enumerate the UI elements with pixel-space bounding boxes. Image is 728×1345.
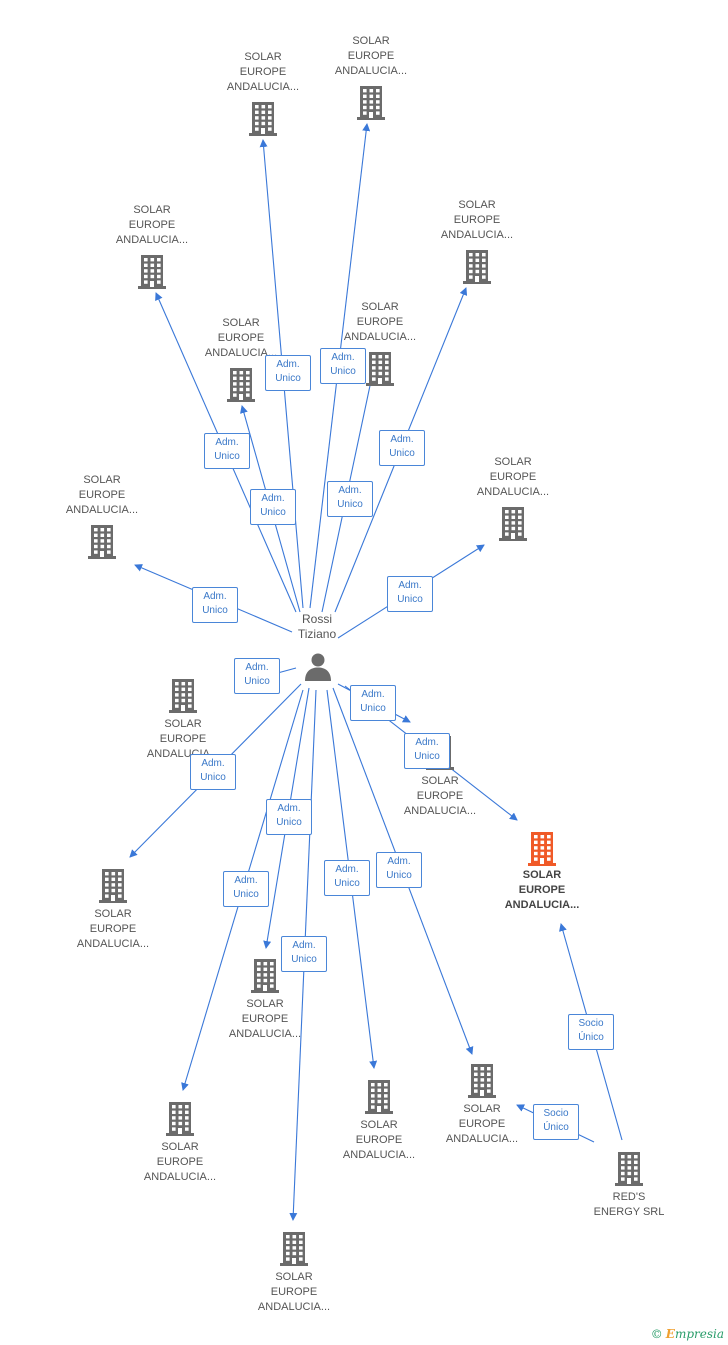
company-c16-building-icon[interactable] xyxy=(279,1230,309,1271)
empresia-footer[interactable]: ©Empresia xyxy=(650,1327,724,1341)
company-c7-building-icon[interactable] xyxy=(87,523,117,564)
person-name[interactable]: Rossi Tiziano xyxy=(297,612,337,641)
adm-unico-badge-7[interactable]: Adm. Unico xyxy=(192,587,238,623)
reds-energy-building-icon[interactable] xyxy=(614,1150,644,1191)
adm-unico-badge-4[interactable]: Adm. Unico xyxy=(379,430,425,466)
company-c3-building-icon[interactable] xyxy=(137,253,167,294)
adm-unico-badge-2[interactable]: Adm. Unico xyxy=(320,348,366,384)
company-c7-label[interactable]: SOLAR EUROPE ANDALUCIA... xyxy=(65,474,139,516)
adm-unico-badge-9[interactable]: Adm. Unico xyxy=(234,658,280,694)
adm-unico-badge-13[interactable]: Adm. Unico xyxy=(266,799,312,835)
company-c4-building-icon[interactable] xyxy=(462,248,492,289)
focus-company-building-icon[interactable] xyxy=(527,830,557,871)
adm-unico-badge-10[interactable]: Adm. Unico xyxy=(350,685,396,721)
company-c12-building-icon[interactable] xyxy=(250,957,280,998)
company-c12-label[interactable]: SOLAR EUROPE ANDALUCIA... xyxy=(228,998,302,1040)
company-c13-label[interactable]: SOLAR EUROPE ANDALUCIA... xyxy=(143,1141,217,1183)
company-c2-label[interactable]: SOLAR EUROPE ANDALUCIA... xyxy=(334,35,408,77)
person-icon[interactable] xyxy=(303,652,333,687)
company-c3-label[interactable]: SOLAR EUROPE ANDALUCIA... xyxy=(115,204,189,246)
company-c8-building-icon[interactable] xyxy=(498,505,528,546)
company-c4-label[interactable]: SOLAR EUROPE ANDALUCIA... xyxy=(440,199,514,241)
adm-unico-badge-17[interactable]: Adm. Unico xyxy=(281,936,327,972)
adm-unico-badge-15[interactable]: Adm. Unico xyxy=(324,860,370,896)
company-c9-building-icon[interactable] xyxy=(168,677,198,718)
company-c5-label[interactable]: SOLAR EUROPE ANDALUCIA... xyxy=(204,317,278,359)
company-c13-building-icon[interactable] xyxy=(165,1100,195,1141)
socio-unico-badge-19[interactable]: Socio Único xyxy=(533,1104,579,1140)
company-c6-label[interactable]: SOLAR EUROPE ANDALUCIA... xyxy=(343,301,417,343)
adm-unico-badge-6[interactable]: Adm. Unico xyxy=(327,481,373,517)
adm-unico-badge-1[interactable]: Adm. Unico xyxy=(265,355,311,391)
company-c2-building-icon[interactable] xyxy=(356,84,386,125)
company-c14-building-icon[interactable] xyxy=(364,1078,394,1119)
adm-unico-badge-8[interactable]: Adm. Unico xyxy=(387,576,433,612)
company-c1-building-icon[interactable] xyxy=(248,100,278,141)
company-c11-building-icon[interactable] xyxy=(98,867,128,908)
reds-energy-label[interactable]: RED'S ENERGY SRL xyxy=(593,1191,665,1218)
company-c11-label[interactable]: SOLAR EUROPE ANDALUCIA... xyxy=(76,908,150,950)
company-c1-label[interactable]: SOLAR EUROPE ANDALUCIA... xyxy=(226,51,300,93)
company-c8-label[interactable]: SOLAR EUROPE ANDALUCIA... xyxy=(476,456,550,498)
adm-unico-badge-3[interactable]: Adm. Unico xyxy=(204,433,250,469)
adm-unico-badge-14[interactable]: Adm. Unico xyxy=(223,871,269,907)
company-c15-building-icon[interactable] xyxy=(467,1062,497,1103)
socio-unico-badge-18[interactable]: Socio Único xyxy=(568,1014,614,1050)
company-c16-label[interactable]: SOLAR EUROPE ANDALUCIA... xyxy=(257,1271,331,1313)
company-c6-building-icon[interactable] xyxy=(365,350,395,391)
company-c5-building-icon[interactable] xyxy=(226,366,256,407)
adm-unico-badge-11[interactable]: Adm. Unico xyxy=(404,733,450,769)
adm-unico-badge-12[interactable]: Adm. Unico xyxy=(190,754,236,790)
focus-company-label[interactable]: SOLAR EUROPE ANDALUCIA... xyxy=(504,869,580,911)
company-c14-label[interactable]: SOLAR EUROPE ANDALUCIA... xyxy=(342,1119,416,1161)
adm-unico-badge-5[interactable]: Adm. Unico xyxy=(250,489,296,525)
adm-unico-badge-16[interactable]: Adm. Unico xyxy=(376,852,422,888)
company-c10-label[interactable]: SOLAR EUROPE ANDALUCIA... xyxy=(403,775,477,817)
company-c15-label[interactable]: SOLAR EUROPE ANDALUCIA... xyxy=(445,1103,519,1145)
